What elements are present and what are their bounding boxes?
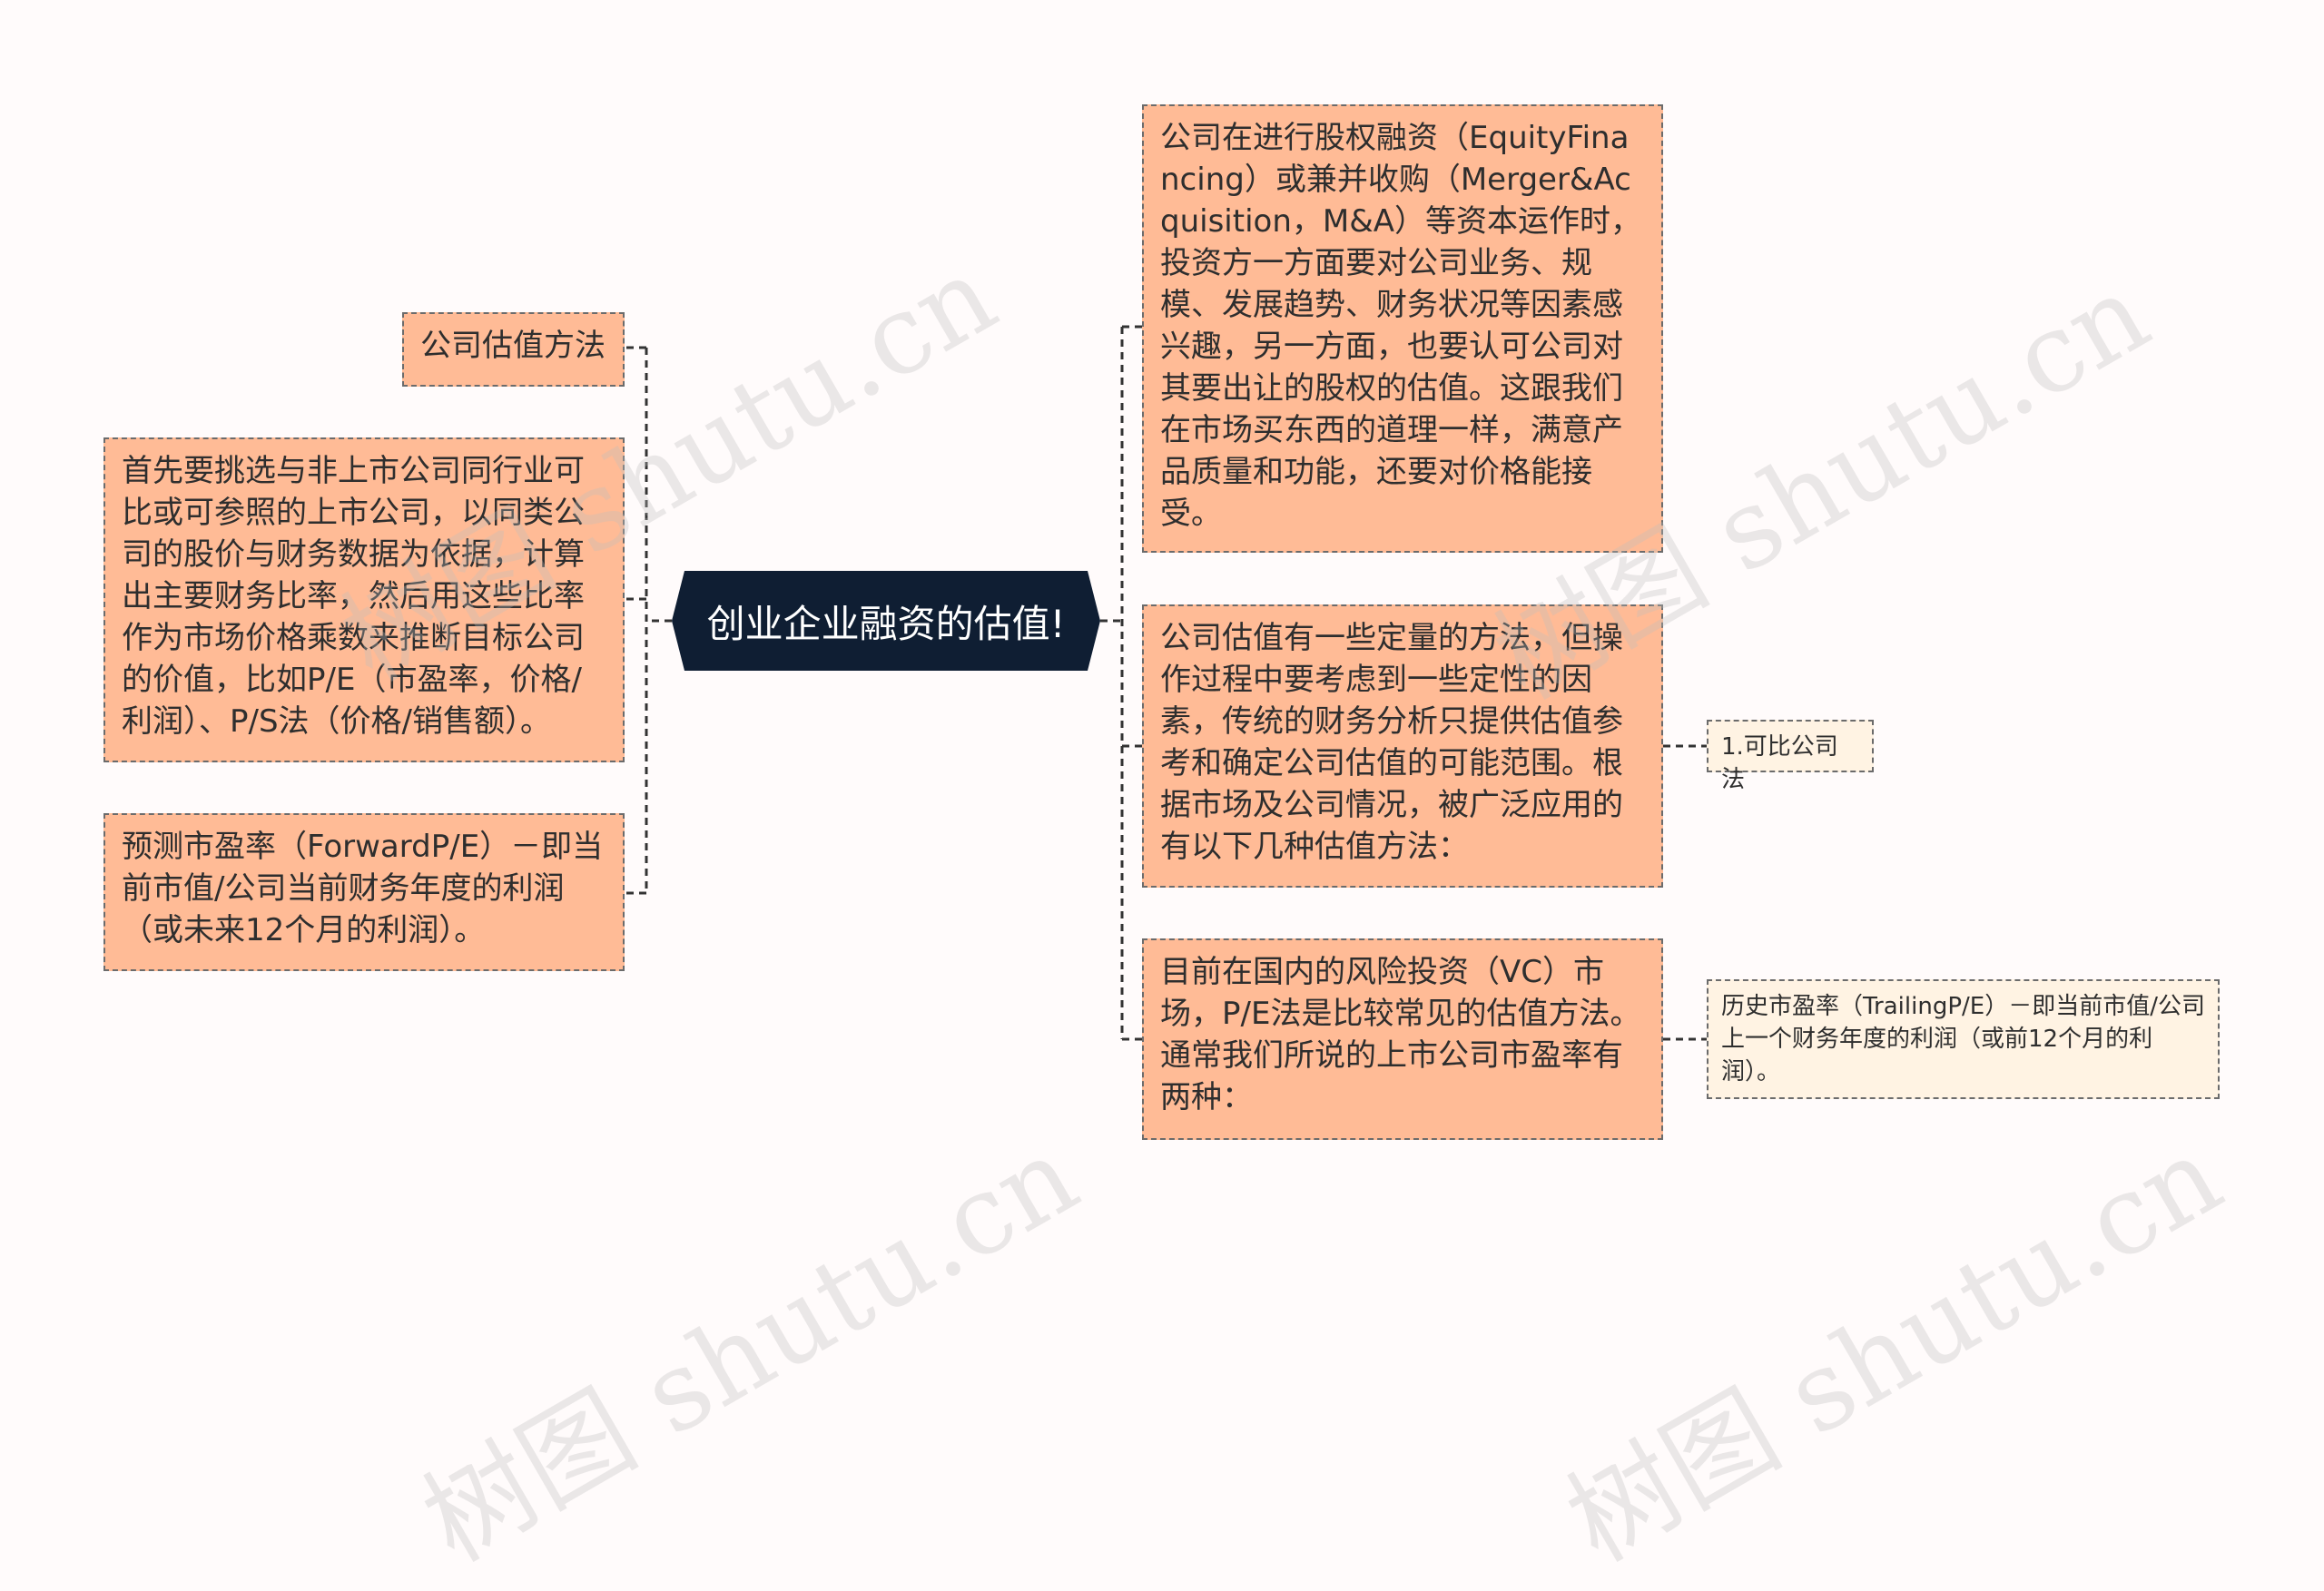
right-node-quantitative-methods[interactable]: 公司估值有一些定量的方法，但操作过程中要考虑到一些定性的因素，传统的财务分析只提…: [1142, 604, 1663, 888]
left-node-comparable-detail[interactable]: 首先要挑选与非上市公司同行业可比或可参照的上市公司，以同类公司的股价与财务数据为…: [103, 437, 625, 762]
sub-node-trailing-pe[interactable]: 历史市盈率（TrailingP/E）－即当前市值/公司上一个财务年度的利润（或前…: [1707, 979, 2220, 1099]
center-topic[interactable]: 创业企业融资的估值!: [706, 601, 1066, 646]
left-node-valuation-methods[interactable]: 公司估值方法: [402, 312, 625, 387]
connector-lines: [625, 325, 1707, 1041]
right-node-vc-pe[interactable]: 目前在国内的风险投资（VC）市场，P/E法是比较常见的估值方法。通常我们所说的上…: [1142, 938, 1663, 1140]
right-node-equity-financing[interactable]: 公司在进行股权融资（EquityFinancing）或兼并收购（Merger&A…: [1142, 104, 1663, 553]
center-node-shape: [672, 571, 1100, 671]
left-node-forward-pe[interactable]: 预测市盈率（ForwardP/E）－即当前市值/公司当前财务年度的利润（或未来1…: [103, 813, 625, 971]
sub-node-comparable-companies[interactable]: 1.可比公司法: [1707, 720, 1874, 793]
